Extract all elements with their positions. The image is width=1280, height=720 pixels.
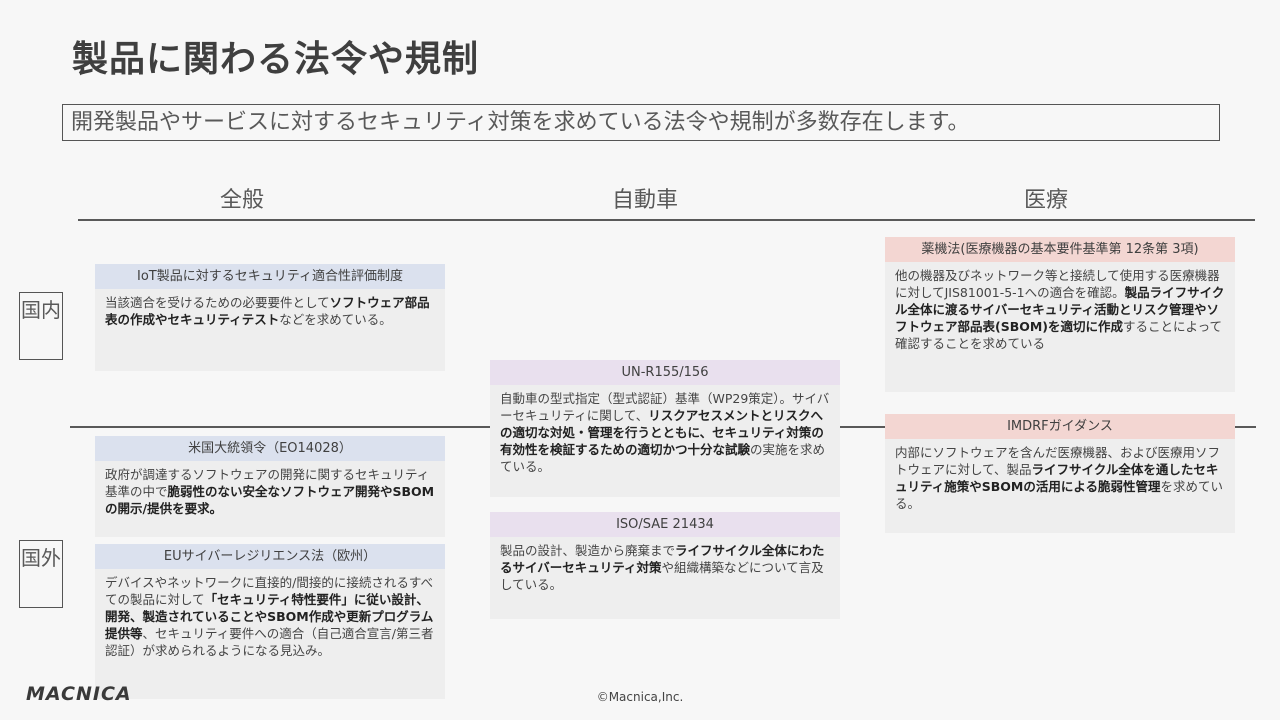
copyright-footer: ©Macnica,Inc.: [596, 690, 684, 704]
card-header: 米国大統領令（EO14028）: [95, 436, 445, 461]
regulation-card-un-r155: UN-R155/156 自動車の型式指定（型式認証）基準（WP29策定）。サイバ…: [490, 360, 840, 497]
regulation-card-eu-cra: EUサイバーレジリエンス法（欧州） デバイスやネットワークに直接的/間接的に接続…: [95, 544, 445, 699]
card-body: 他の機器及びネットワーク等と接続して使用する医療機器に対してJIS81001-5…: [885, 262, 1235, 392]
card-header: UN-R155/156: [490, 360, 840, 385]
card-body: 当該適合を受けるための必要要件としてソフトウェア部品表の作成やセキュリティテスト…: [95, 289, 445, 371]
card-header: IMDRFガイダンス: [885, 414, 1235, 439]
card-body: 内部にソフトウェアを含んだ医療機器、および医療用ソフトウェアに対して、製品ライフ…: [885, 439, 1235, 533]
regulation-card-iot: IoT製品に対するセキュリティ適合性評価制度 当該適合を受けるための必要要件とし…: [95, 264, 445, 371]
column-header-automotive: 自動車: [612, 188, 679, 213]
card-body: 製品の設計、製造から廃棄までライフサイクル全体にわたるサイバーセキュリティ対策や…: [490, 537, 840, 619]
regulation-card-eo14028: 米国大統領令（EO14028） 政府が調達するソフトウェアの開発に関するセキュリ…: [95, 436, 445, 537]
subtitle-box: 開発製品やサービスに対するセキュリティ対策を求めている法令や規制が多数存在します…: [62, 104, 1220, 141]
card-body: 政府が調達するソフトウェアの開発に関するセキュリティ基準の中で脆弱性のない安全な…: [95, 461, 445, 537]
card-header: 薬機法(医療機器の基本要件基準第 12条第 3項): [885, 237, 1235, 262]
region-label-overseas: 国外: [19, 540, 63, 608]
card-body: デバイスやネットワークに直接的/間接的に接続されるすべての製品に対して「セキュリ…: [95, 569, 445, 699]
card-body: 自動車の型式指定（型式認証）基準（WP29策定）。サイバーセキュリティに関して、…: [490, 385, 840, 497]
regulation-card-iso21434: ISO/SAE 21434 製品の設計、製造から廃棄までライフサイクル全体にわた…: [490, 512, 840, 619]
page-title: 製品に関わる法令や規制: [72, 39, 480, 80]
card-header: EUサイバーレジリエンス法（欧州）: [95, 544, 445, 569]
region-label-domestic: 国内: [19, 292, 63, 360]
header-divider: [78, 219, 1255, 221]
regulation-card-imdrf: IMDRFガイダンス 内部にソフトウェアを含んだ医療機器、および医療用ソフトウェ…: [885, 414, 1235, 533]
macnica-logo: MACNICA: [26, 683, 132, 705]
card-header: ISO/SAE 21434: [490, 512, 840, 537]
column-header-medical: 医療: [1024, 188, 1069, 213]
card-header: IoT製品に対するセキュリティ適合性評価制度: [95, 264, 445, 289]
regulation-card-yakkiho: 薬機法(医療機器の基本要件基準第 12条第 3項) 他の機器及びネットワーク等と…: [885, 237, 1235, 392]
column-header-general: 全般: [220, 188, 265, 213]
